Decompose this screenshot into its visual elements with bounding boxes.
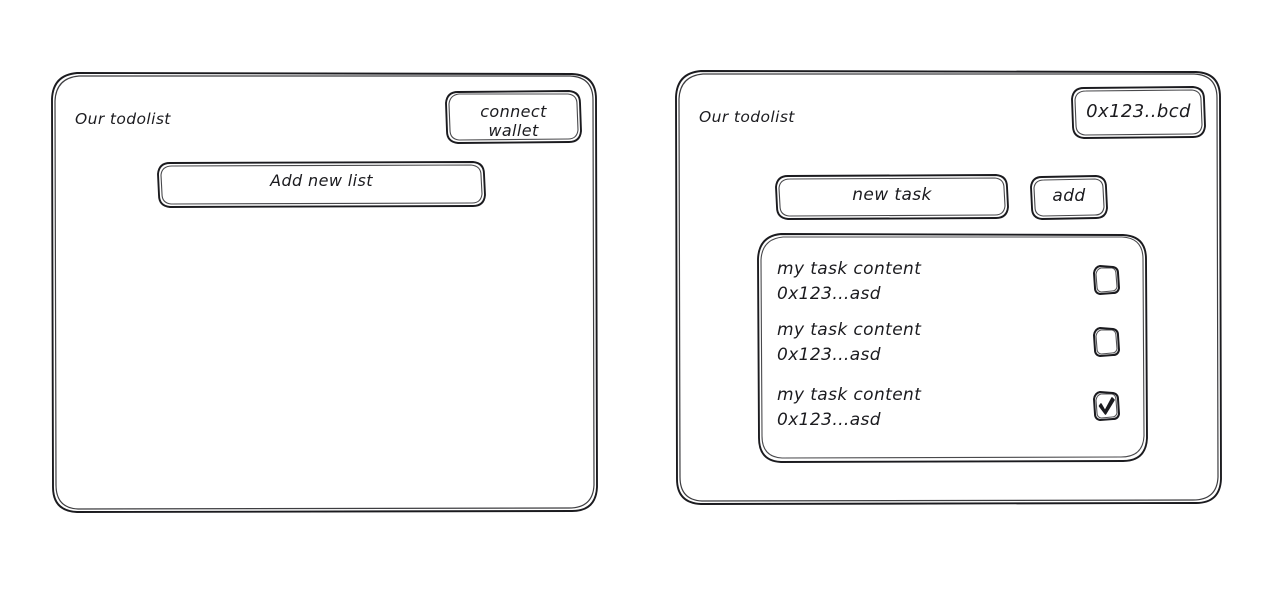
checkmark-icon — [1098, 397, 1115, 415]
task-checkbox[interactable] — [1093, 265, 1120, 295]
task-owner-address: 0x123...asd — [777, 345, 882, 365]
connect-wallet-button[interactable]: connect wallet — [445, 90, 582, 144]
add-task-label: add — [1052, 186, 1086, 206]
app-window-disconnected: Our todolist connect wallet Add new list — [51, 72, 598, 513]
page-title: Our todolist — [75, 110, 171, 128]
new-task-input[interactable]: new task — [775, 174, 1009, 220]
page-title: Our todolist — [699, 108, 795, 126]
wallet-address-badge[interactable]: 0x123..bcd — [1071, 86, 1206, 139]
add-new-list-label: Add new list — [270, 171, 373, 190]
add-task-button[interactable]: add — [1030, 175, 1108, 220]
connect-wallet-label-line1: connect — [480, 102, 547, 121]
wallet-address-label: 0x123..bcd — [1086, 101, 1191, 122]
task-content: my task content — [777, 385, 922, 405]
app-window-connected: Our todolist 0x123..bcd new task add — [675, 70, 1222, 505]
task-content: my task content — [777, 320, 922, 340]
new-task-input-placeholder: new task — [852, 185, 932, 205]
task-owner-address: 0x123...asd — [777, 410, 882, 430]
add-new-list-button[interactable]: Add new list — [157, 161, 486, 208]
task-checkbox[interactable] — [1093, 327, 1120, 357]
connect-wallet-label-line2: wallet — [488, 121, 539, 140]
task-list-container: my task content 0x123...asd my task cont… — [757, 233, 1148, 464]
task-checkbox-checked[interactable] — [1093, 391, 1120, 421]
task-owner-address: 0x123...asd — [777, 284, 882, 304]
task-content: my task content — [777, 259, 922, 279]
